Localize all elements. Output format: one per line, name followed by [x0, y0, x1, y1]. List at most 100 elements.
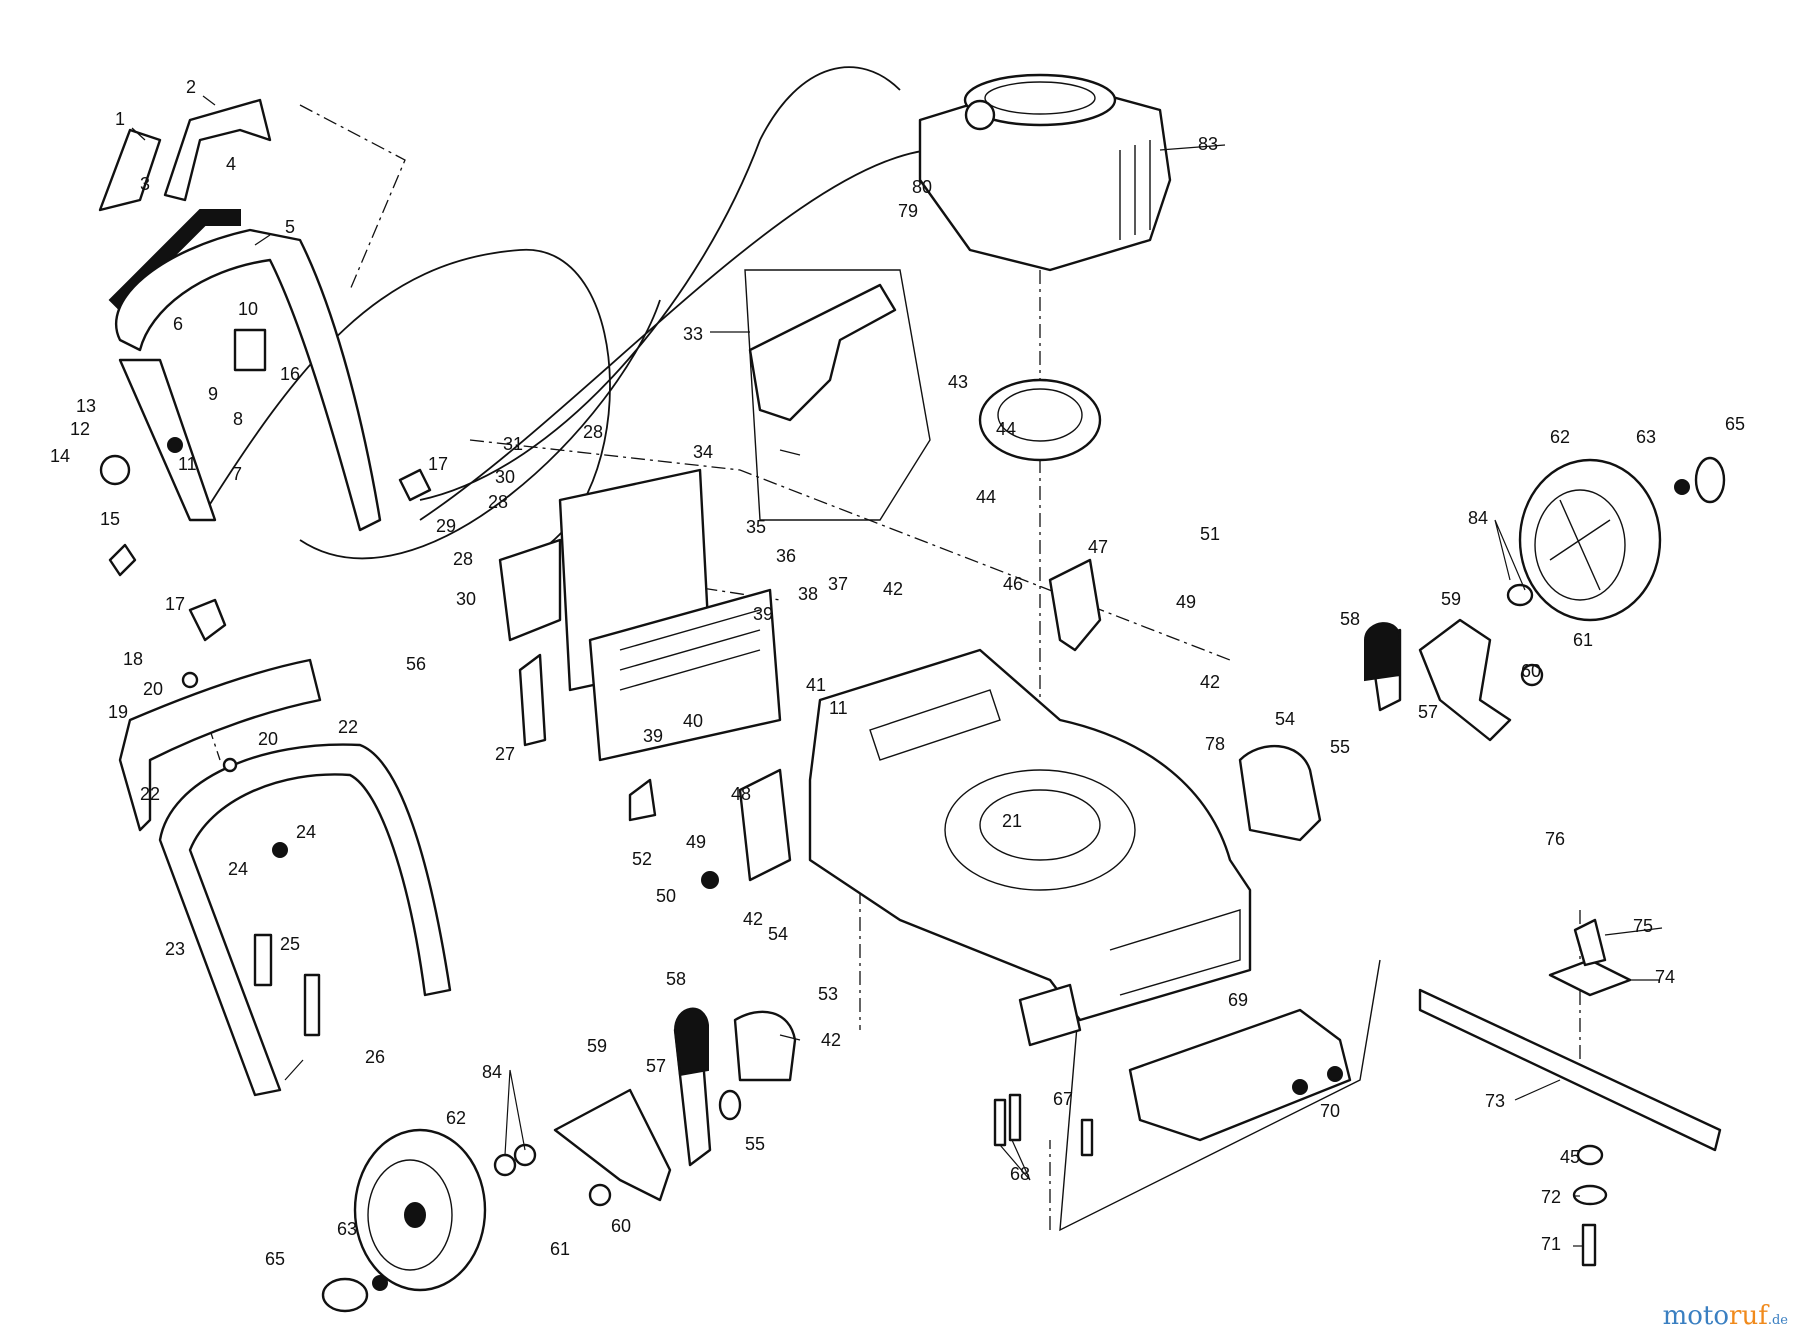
callout: 36: [776, 546, 796, 566]
clip-17b: [188, 598, 227, 642]
callout: 61: [550, 1239, 570, 1259]
callout: 10: [238, 299, 258, 319]
callout: 28: [488, 492, 508, 512]
watermark-part-a: moto: [1662, 1301, 1730, 1331]
callout: 28: [583, 422, 603, 442]
lever-10: [233, 328, 267, 372]
callout: 35: [746, 517, 766, 537]
callout: 75: [1633, 916, 1653, 936]
callout: 29: [436, 516, 456, 536]
washer-45: [1576, 1144, 1604, 1166]
callout: 70: [1320, 1101, 1340, 1121]
callout: 65: [1725, 414, 1745, 434]
callout: 45: [1560, 1147, 1580, 1167]
callout: 54: [768, 924, 788, 944]
washer-84b: [493, 1153, 517, 1177]
cross-bar-19: [118, 658, 322, 832]
washer-60b: [588, 1183, 612, 1207]
callout: 42: [883, 579, 903, 599]
grip-58b: [673, 1007, 709, 1077]
callout: 4: [226, 154, 236, 174]
leader-lines: [131, 95, 1663, 1247]
callout: 6: [173, 314, 183, 334]
callout: 12: [70, 419, 90, 439]
cable-tie-15: [108, 543, 137, 577]
bolt-71: [1581, 1223, 1597, 1267]
callout: 3: [140, 174, 150, 194]
callout: 16: [280, 364, 300, 384]
callout: 57: [646, 1056, 666, 1076]
bracket-48: [738, 768, 792, 882]
watermark-part-b: ruf: [1729, 1301, 1768, 1331]
callout: 39: [643, 726, 663, 746]
callout: 60: [611, 1216, 631, 1236]
callout: 69: [1228, 990, 1248, 1010]
bracket-47: [1048, 558, 1102, 652]
callout: 51: [1200, 524, 1220, 544]
callout: 2: [186, 77, 196, 97]
bolt-25b: [303, 973, 321, 1037]
clip-17a: [398, 468, 432, 502]
callout: 17: [165, 594, 185, 614]
callout: 42: [743, 909, 763, 929]
callout: 14: [50, 446, 70, 466]
washer-20b: [222, 757, 238, 773]
callout: 9: [208, 384, 218, 404]
callout: 20: [143, 679, 163, 699]
washer-72: [1572, 1184, 1608, 1206]
callout: 30: [456, 589, 476, 609]
callout: 62: [1550, 427, 1570, 447]
callout: 50: [656, 886, 676, 906]
callout: 42: [821, 1030, 841, 1050]
callout: 78: [1205, 734, 1225, 754]
bushing-55b: [718, 1089, 742, 1121]
callout: 44: [976, 487, 996, 507]
washer-84a: [1506, 583, 1534, 607]
callout: 8: [233, 409, 243, 429]
nut-63a: [1674, 479, 1690, 495]
handle-panel-2: [163, 98, 272, 202]
callout: 22: [140, 784, 160, 804]
callout: 7: [232, 464, 242, 484]
key-75: [1573, 918, 1607, 967]
nut-11a: [167, 437, 183, 453]
callout: 41: [806, 675, 826, 695]
callout: 57: [1418, 702, 1438, 722]
callout-labels: 1 2 3 4 5 6 7 8 9 10 11 12 13 14 15 16 1…: [50, 77, 1745, 1269]
callout: 34: [693, 442, 713, 462]
baffle-33: [748, 283, 897, 422]
callout: 80: [912, 177, 932, 197]
callout: 39: [753, 604, 773, 624]
flap-35: [588, 588, 782, 762]
callout: 42: [1200, 672, 1220, 692]
bracket-28: [498, 538, 562, 642]
callout: 31: [503, 434, 523, 454]
handle-panel-1: [98, 128, 162, 212]
control-cables: [199, 66, 961, 561]
callout: 49: [686, 832, 706, 852]
bolt-67: [1080, 1118, 1094, 1157]
deck-78: [808, 648, 1252, 1047]
callout: 72: [1541, 1187, 1561, 1207]
rear-wheel-62a: [1518, 458, 1662, 622]
callout: 17: [428, 454, 448, 474]
handle-side-bar: [118, 358, 217, 522]
callout: 38: [798, 584, 818, 604]
height-plate-54b: [733, 1010, 797, 1082]
callout: 28: [453, 549, 473, 569]
callout: 63: [337, 1219, 357, 1239]
callout: 79: [898, 201, 918, 221]
callout: 22: [338, 717, 358, 737]
ring-43: [978, 378, 1102, 462]
washer-84c: [513, 1143, 537, 1167]
cover-69: [1128, 1008, 1352, 1142]
bolt-68a: [993, 1098, 1007, 1147]
callout: 30: [495, 467, 515, 487]
callout: 58: [666, 969, 686, 989]
rear-flap-assembly: [498, 468, 782, 762]
callout: 49: [1176, 592, 1196, 612]
callout: 27: [495, 744, 515, 764]
watermark-logo: motoruf.de: [1663, 1301, 1788, 1331]
